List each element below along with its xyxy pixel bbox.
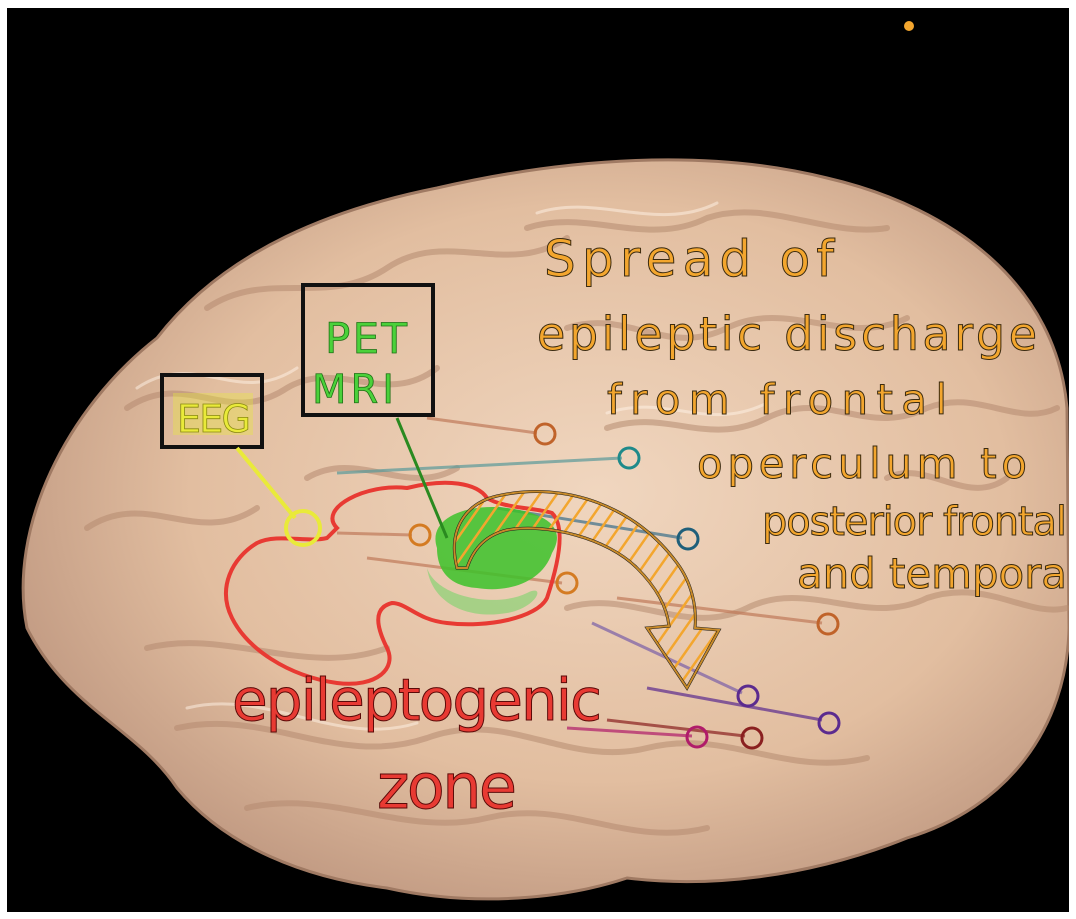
epileptogenic-line-1: epileptogenic xyxy=(232,666,602,734)
spread-line-2: epileptic discharge xyxy=(537,307,1037,361)
brain-illustration: EEG PET MRI Spread of epileptic discharg… xyxy=(7,8,1069,912)
epileptogenic-line-2: zone xyxy=(377,750,517,823)
spread-line-5: posterior frontal xyxy=(762,499,1067,545)
pet-label: PET xyxy=(325,314,407,363)
orange-dot xyxy=(904,21,914,31)
brain-scene: EEG PET MRI Spread of epileptic discharg… xyxy=(7,8,1069,912)
spread-line-1: Spread of xyxy=(544,230,835,288)
eeg-label: EEG xyxy=(177,397,251,441)
spread-line-6: and tempora xyxy=(797,549,1067,598)
mri-label: MRI xyxy=(312,367,394,413)
